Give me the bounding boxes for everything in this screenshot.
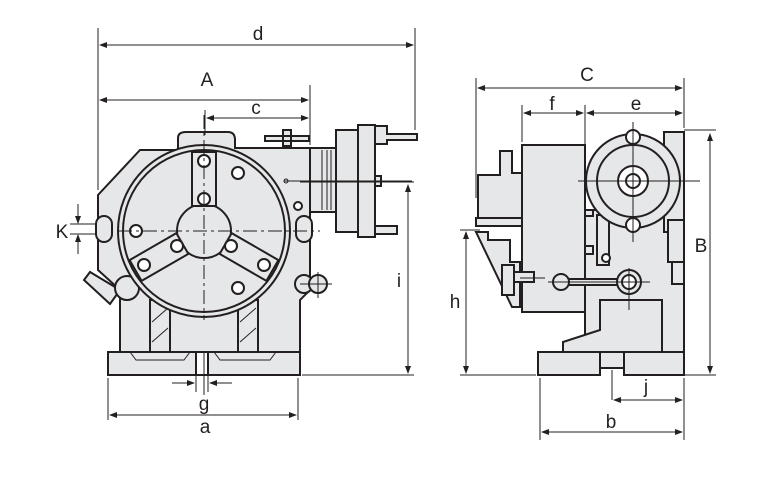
side-dimensions: C f e B h j b — [450, 65, 716, 440]
dim-label-c: c — [251, 98, 261, 119]
front-view — [82, 115, 418, 395]
dim-label-A: A — [201, 70, 214, 91]
dim-label-i: i — [397, 271, 401, 292]
front-dimensions: d A c K i g a — [56, 24, 416, 438]
side-view — [474, 122, 700, 400]
dim-label-e: e — [631, 94, 642, 115]
dim-label-h: h — [450, 292, 461, 313]
dim-label-b: b — [606, 412, 617, 433]
dim-label-a: a — [200, 417, 211, 438]
flange — [309, 147, 337, 213]
dim-label-f: f — [549, 94, 555, 115]
dim-label-j: j — [643, 377, 648, 398]
dim-label-K: K — [56, 222, 69, 243]
dim-label-g: g — [199, 394, 210, 415]
dim-label-d: d — [253, 24, 264, 45]
dim-label-B: B — [695, 236, 708, 257]
dim-label-C: C — [580, 65, 594, 86]
